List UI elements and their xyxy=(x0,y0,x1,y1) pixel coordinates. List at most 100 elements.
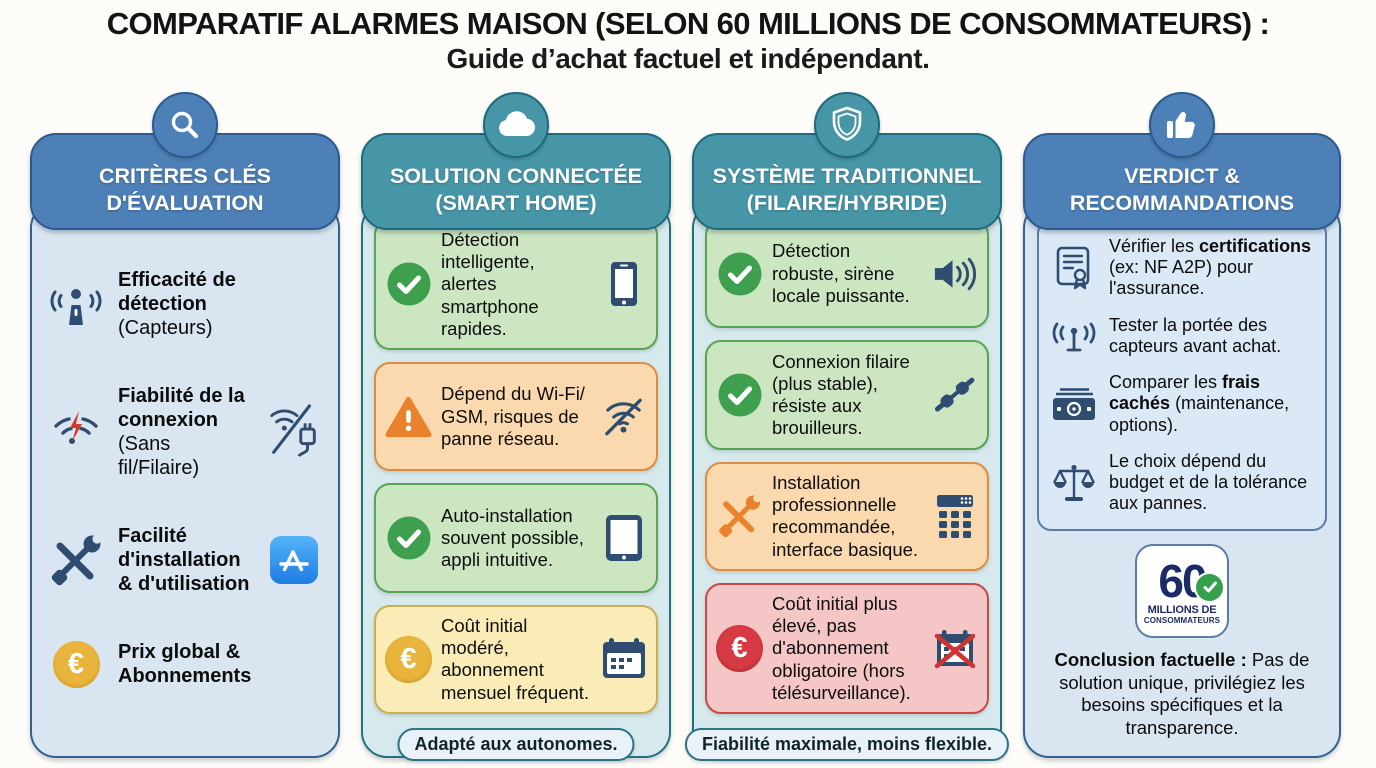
criteria-sub: (Capteurs) xyxy=(118,317,213,339)
column-criteria: CRITÈRES CLÉS D'ÉVALUATION xyxy=(30,92,340,758)
thumbs-up-icon xyxy=(1149,92,1215,158)
logo-line2: CONSOMMATEURS xyxy=(1143,616,1221,626)
calendar-icon xyxy=(600,637,647,681)
column-smart-home: SOLUTION CONNECTÉE (SMART HOME) Détectio… xyxy=(361,92,671,761)
cell-text: Détection robuste, sirène locale puissan… xyxy=(772,240,910,306)
euro-coin-red-icon: € xyxy=(716,625,763,673)
verdict-tips-card: Vérifier les certifications (ex: NF A2P)… xyxy=(1037,220,1327,531)
criteria-row-detection: Efficacité de détection (Capteurs) xyxy=(46,268,324,340)
traditional-body: Détection robuste, sirène locale puissan… xyxy=(684,202,1010,761)
criteria-main: Fiabilité de la connexion xyxy=(118,385,245,431)
tip-bold: certifications xyxy=(1199,236,1312,256)
cell-text: Coût initial modéré, abonnement mensuel … xyxy=(441,614,590,703)
column-traditional: SYSTÈME TRADITIONNEL (FILAIRE/HYBRIDE) D… xyxy=(684,92,1010,761)
logo-line1: MILLIONS DE xyxy=(1147,604,1217,617)
tip-bold: frais cachés xyxy=(1109,372,1261,414)
cell-text: Dépend du Wi-Fi/ GSM, risques de panne r… xyxy=(441,383,585,449)
comparison-board: CRITÈRES CLÉS D'ÉVALUATION xyxy=(30,92,1346,761)
scale-icon xyxy=(1049,461,1099,505)
verdict-header-line2: RECOMMANDATIONS xyxy=(1069,190,1295,215)
tip-text: Le choix dépend du budget et de la tolér… xyxy=(1109,451,1315,515)
verdict-body: Vérifier les certifications (ex: NF A2P)… xyxy=(1023,202,1341,758)
cell-text: Détection intelligente, alertes smartpho… xyxy=(441,229,539,339)
cell-trad-cost: € Coût initial plus élevé, pas d'abonnem… xyxy=(705,583,989,715)
certificate-icon xyxy=(1049,245,1099,291)
criteria-row-installation: Facilité d'installation & d'utilisation xyxy=(46,524,324,596)
smart-home-footer-pill: Adapté aux autonomes. xyxy=(397,728,635,761)
cell-trad-install: Installation professionnelle recommandée… xyxy=(705,461,989,572)
smartphone-icon xyxy=(600,260,647,308)
check-icon xyxy=(716,251,763,297)
cell-text: Installation professionnelle recommandée… xyxy=(772,472,919,560)
wifi-off-icon xyxy=(600,397,647,437)
criteria-text-connection: Fiabilité de la connexion (Sans fil/Fila… xyxy=(118,384,252,480)
criteria-row-price: € Prix global & Abonnements xyxy=(46,640,324,688)
title-line2: Guide d’achat factuel et indépendant. xyxy=(446,42,930,74)
euro-coin-icon: € xyxy=(46,640,106,688)
motion-sensor-icon xyxy=(46,281,106,327)
cell-trad-detection: Détection robuste, sirène locale puissan… xyxy=(705,219,989,329)
logo-check-icon xyxy=(1194,571,1225,603)
keypad-icon xyxy=(931,493,978,539)
check-icon xyxy=(716,372,763,418)
column-verdict: VERDICT & RECOMMANDATIONS xyxy=(1023,92,1341,758)
calendar-crossed-icon xyxy=(931,627,978,671)
tip-pre: Comparer les xyxy=(1109,372,1223,393)
criteria-text-detection: Efficacité de détection (Capteurs) xyxy=(118,268,324,340)
traditional-footer-pill: Fiabilité maximale, moins flexible. xyxy=(684,728,1010,761)
tip-post: (ex: NF A2P) pour l'assurance. xyxy=(1109,257,1254,299)
tip-certifications: Vérifier les certifications (ex: NF A2P)… xyxy=(1049,236,1315,300)
shield-icon xyxy=(814,92,880,158)
criteria-text-installation: Facilité d'installation & d'utilisation xyxy=(118,524,252,596)
tip-text: Comparer les frais cachés (maintenance, … xyxy=(1109,372,1315,436)
smart-header-line1: SOLUTION CONNECTÉE xyxy=(389,164,643,189)
60-millions-logo: 60 MILLIONS DE CONSOMMATEURS xyxy=(1135,543,1229,638)
check-icon xyxy=(385,261,432,307)
tip-text: Vérifier les certifications (ex: NF A2P)… xyxy=(1109,236,1315,300)
tip-budget-tolerance: Le choix dépend du budget et de la tolér… xyxy=(1049,451,1315,515)
criteria-body: Efficacité de détection (Capteurs) xyxy=(30,202,340,758)
tip-pre: Vérifier les xyxy=(1109,236,1200,256)
traditional-header-line1: SYSTÈME TRADITIONNEL xyxy=(712,164,982,189)
criteria-main: Efficacité de détection xyxy=(118,269,236,315)
criteria-row-connection: Fiabilité de la connexion (Sans fil/Fila… xyxy=(46,384,324,480)
wireless-vs-wired-icon xyxy=(264,402,324,462)
banknote-icon xyxy=(1049,386,1099,422)
conclusion-text: Conclusion factuelle : Pas de solution u… xyxy=(1037,649,1327,741)
tip-pre: Tester la portée des capteurs avant acha… xyxy=(1109,314,1282,356)
antenna-icon xyxy=(1049,316,1099,356)
conclusion-rest: Pas de solution unique, privilégiez les … xyxy=(1059,648,1310,739)
tip-range-test: Tester la portée des capteurs avant acha… xyxy=(1049,315,1315,357)
check-icon xyxy=(385,515,432,561)
tablet-icon xyxy=(600,513,647,563)
criteria-main: Prix global & Abonnements xyxy=(118,641,252,687)
cell-trad-wired: Connexion filaire (plus stable), résiste… xyxy=(705,340,989,450)
app-store-icon xyxy=(264,535,324,585)
warning-icon xyxy=(385,395,432,439)
wifi-outage-icon xyxy=(46,410,106,454)
euro-coin-icon: € xyxy=(385,635,432,683)
cell-smart-cost: € Coût initial modéré, abonnement mensue… xyxy=(374,604,658,715)
page-title: COMPARATIF ALARMES MAISON (SELON 60 MILL… xyxy=(0,0,1376,74)
tip-hidden-fees: Comparer les frais cachés (maintenance, … xyxy=(1049,372,1315,436)
tools-orange-icon xyxy=(716,493,763,539)
criteria-text-price: Prix global & Abonnements xyxy=(118,640,324,688)
tip-text: Tester la portée des capteurs avant acha… xyxy=(1109,315,1315,357)
cable-icon xyxy=(931,372,978,418)
title-line1: COMPARATIF ALARMES MAISON (SELON 60 MILL… xyxy=(106,6,1270,41)
tools-icon xyxy=(46,534,106,586)
cell-text: Auto-installation souvent possible, appl… xyxy=(441,504,584,571)
cell-smart-self-install: Auto-installation souvent possible, appl… xyxy=(374,483,658,593)
tip-post: (maintenance, options). xyxy=(1109,393,1290,435)
magnifier-icon xyxy=(152,92,218,158)
criteria-header-line1: CRITÈRES CLÉS xyxy=(98,164,272,189)
cloud-icon xyxy=(483,92,549,158)
criteria-main: Facilité d'installation & d'utilisation xyxy=(118,525,250,595)
traditional-header: SYSTÈME TRADITIONNEL (FILAIRE/HYBRIDE) xyxy=(692,133,1002,230)
conclusion-bold: Conclusion factuelle : xyxy=(1054,648,1247,670)
cell-text: Coût initial plus élevé, pas d'abonnemen… xyxy=(772,593,911,703)
traditional-header-line2: (FILAIRE/HYBRIDE) xyxy=(746,190,948,215)
cell-text: Connexion filaire (plus stable), résiste… xyxy=(772,350,910,439)
cell-smart-detection: Détection intelligente, alertes smartpho… xyxy=(374,219,658,350)
